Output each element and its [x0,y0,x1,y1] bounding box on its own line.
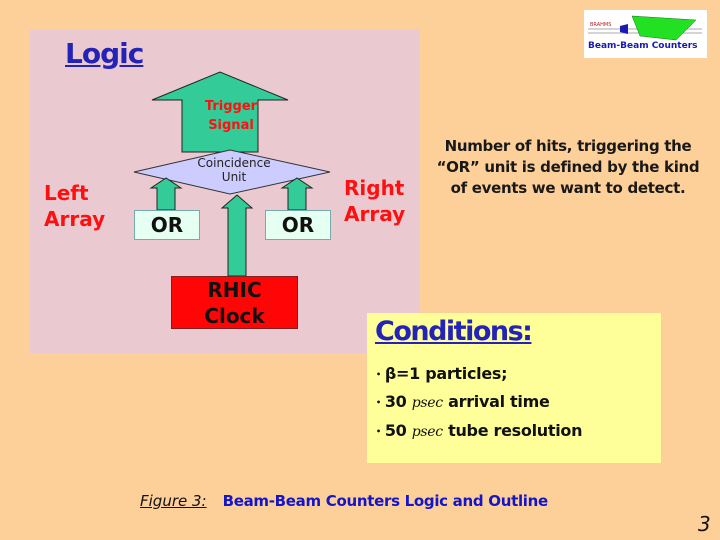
left-up-arrow [149,177,183,211]
left-array-label: Left Array [44,180,105,232]
trigger-arrow [151,71,289,153]
description-text: Number of hits, triggering the “OR” unit… [436,137,700,197]
figure-caption-text: Beam-Beam Counters Logic and Outline [222,492,549,510]
logo-text: Beam-Beam Counters [588,41,698,51]
condition-text: arrival time [442,392,550,411]
clock-up-arrow [220,194,254,277]
conditions-box [367,313,661,463]
trigger-label-line2: Signal [208,118,254,133]
figure-caption: Figure 3: Beam-Beam Counters Logic and Ou… [140,492,548,510]
condition-item: •50 psec tube resolution [376,421,582,440]
trigger-signal-label: Trigger Signal [200,97,262,135]
condition-item: •β=1 particles; [376,364,508,383]
logo-small-text: BRAHMS [590,22,611,28]
condition-value: 50 [384,421,412,440]
coincidence-label-line1: Coincidence [197,156,271,170]
figure-label: Figure 3: [140,492,207,510]
bullet-icon: • [376,427,381,436]
right-up-arrow [280,177,314,211]
condition-value: 30 [384,392,412,411]
clock-line2: Clock [204,304,265,328]
condition-text: β=1 particles; [384,364,508,383]
brahms-logo: BRAHMS [584,10,707,58]
coincidence-label-line2: Unit [221,170,247,184]
condition-text: tube resolution [442,421,583,440]
right-or-unit: OR [265,210,331,240]
right-array-label: Right Array [344,175,405,227]
condition-unit: psec [411,424,443,440]
left-array-line2: Array [44,207,106,231]
condition-item: •30 psec arrival time [376,392,550,411]
bullet-icon: • [376,370,381,379]
trigger-label-line1: Trigger [204,99,258,114]
rhic-clock-box: RHIC Clock [171,276,298,329]
bullet-icon: • [376,398,381,407]
coincidence-unit-label: Coincidence Unit [180,156,288,184]
right-array-line2: Array [344,202,406,226]
logo-graphic: BRAHMS [588,15,702,41]
conditions-title: Conditions: [375,316,533,347]
right-array-line1: Right [344,176,405,200]
coincidence-diamond [133,149,331,195]
diagram-title: Logic [65,37,144,70]
clock-line1: RHIC [207,278,262,302]
left-or-unit: OR [134,210,200,240]
page-number: 3 [698,512,711,536]
condition-unit: psec [411,395,443,411]
left-array-line1: Left [44,181,89,205]
